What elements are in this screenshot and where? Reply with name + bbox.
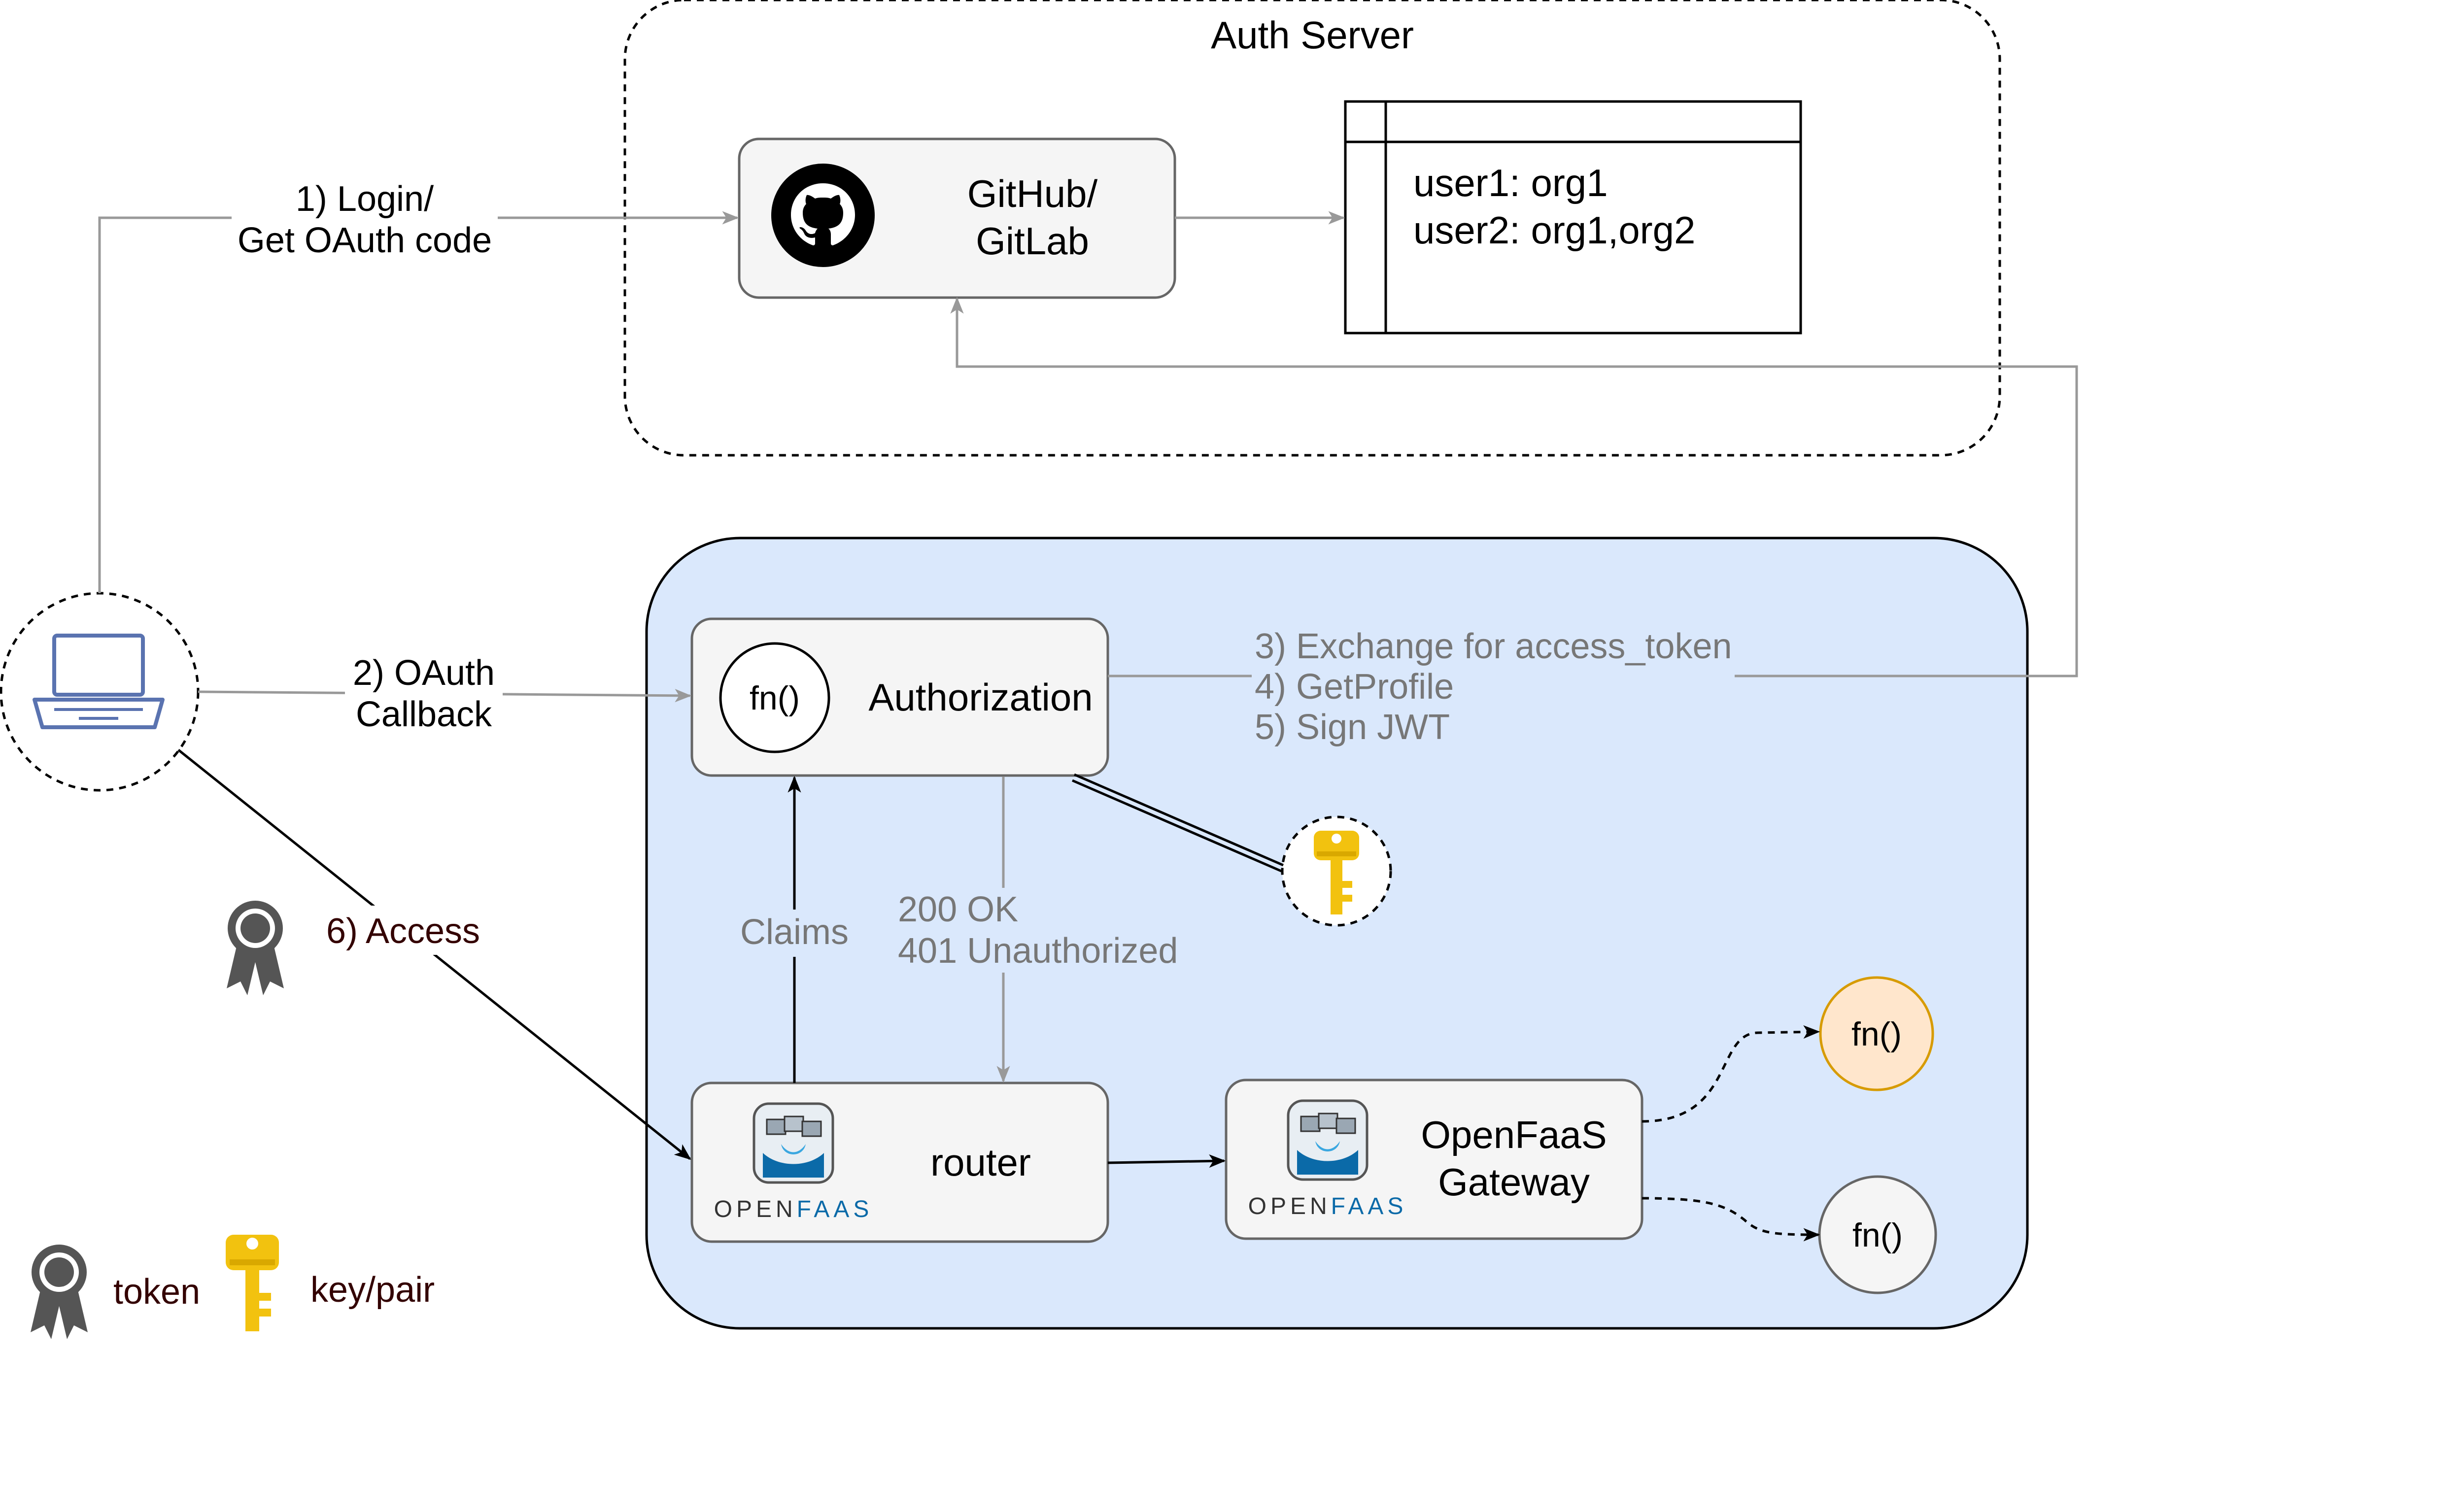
edge-status-ok-label: 200 OK: [898, 890, 1018, 929]
authorization-node[interactable]: fn() Authorization: [690, 617, 1109, 777]
edge-callback-line2: Callback: [356, 695, 492, 734]
client-laptop: [0, 592, 200, 792]
authorization-label: Authorization: [868, 675, 1093, 719]
legend-token-label: token: [113, 1272, 200, 1312]
openfaas-logo-icon: [1287, 1099, 1369, 1181]
key-pair-node: [1281, 815, 1392, 927]
gateway-label-line2: Gateway: [1438, 1160, 1590, 1204]
laptop-icon: [33, 634, 165, 729]
legend-keypair-label: key/pair: [310, 1270, 435, 1310]
github-label-line1: GitHub/: [967, 172, 1098, 215]
function-2-label: fn(): [1852, 1216, 1903, 1254]
edge-exchange: 3) Exchange for access_token 4) GetProfi…: [950, 297, 2078, 753]
gateway-node[interactable]: OPENFAAS OpenFaaS Gateway: [1225, 1079, 1643, 1240]
edge-auth-key: [1072, 773, 1284, 873]
function-node-1[interactable]: fn(): [1819, 976, 1934, 1091]
github-label-line2: GitLab: [976, 219, 1089, 263]
edge-callback: 2) OAuth Callback: [198, 649, 692, 736]
token-icon: [227, 901, 284, 995]
auth-server-title: Auth Server: [1211, 13, 1414, 57]
authorization-fn-circle: [719, 642, 830, 753]
edge-status: 200 OK 401 Unauthorized: [897, 777, 1188, 1083]
legend-token-icon: [31, 1245, 88, 1339]
function-node-2[interactable]: fn(): [1818, 1175, 1937, 1294]
edge-gateway-fn1: [1642, 1025, 1820, 1123]
edge-exchange-label: 3) Exchange for access_token: [1255, 627, 1732, 666]
edge-getprofile-label: 4) GetProfile: [1255, 667, 1454, 707]
key-icon: [1314, 831, 1359, 914]
gateway-label-line1: OpenFaaS: [1421, 1113, 1607, 1156]
edge-claims: Claims: [733, 776, 856, 1083]
authorization-fn-label: fn(): [750, 679, 800, 717]
user-table: user1: org1 user2: org1,org2: [1344, 100, 1802, 335]
auth-server-group: Auth Server: [623, 0, 2001, 457]
legend-key-icon: [226, 1235, 279, 1331]
edge-signjwt-label: 5) Sign JWT: [1255, 708, 1450, 747]
user-table-row1: user1: org1: [1413, 161, 1608, 204]
legend: token key/pair: [31, 1235, 435, 1339]
router-logo-text: OPENFAAS: [714, 1196, 873, 1222]
edge-status-unauth-label: 401 Unauthorized: [898, 931, 1178, 971]
edge-claims-label: Claims: [740, 912, 849, 952]
function-1-label: fn(): [1851, 1015, 1902, 1053]
gateway-logo-text: OPENFAAS: [1248, 1193, 1407, 1219]
edge-gateway-fn2: [1642, 1197, 1820, 1242]
edge-login-line1: 1) Login/: [296, 179, 434, 219]
github-icon: [771, 164, 875, 267]
user-table-row2: user2: org1,org2: [1413, 208, 1695, 252]
edge-login-line2: Get OAuth code: [238, 221, 492, 260]
edge-access: 6) Access: [177, 749, 691, 1160]
router-label: router: [930, 1141, 1031, 1184]
edge-router-gateway: [1107, 1154, 1226, 1168]
edge-login: 1) Login/ Get OAuth code: [98, 175, 739, 593]
edge-access-label: 6) Access: [326, 912, 480, 951]
edge-callback-line1: 2) OAuth: [353, 653, 495, 693]
openfaas-logo-icon: [753, 1102, 834, 1184]
github-node[interactable]: GitHub/ GitLab: [738, 137, 1176, 299]
router-node[interactable]: OPENFAAS router: [690, 1081, 1109, 1243]
